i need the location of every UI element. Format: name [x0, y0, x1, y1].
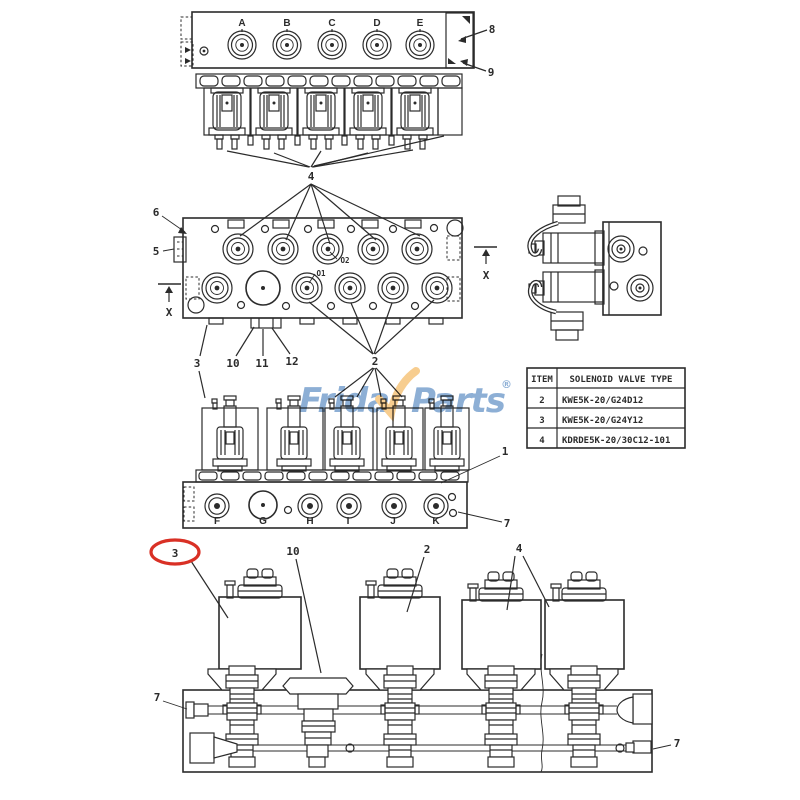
callout-4-bottom: 4: [516, 542, 523, 555]
port-b: [272, 30, 302, 60]
table-row-item: 2: [539, 396, 544, 406]
callout-3-bottom: 3: [172, 547, 179, 560]
callout-2-bottom: 2: [424, 543, 431, 556]
registered-mark: ®: [501, 378, 512, 391]
port-label-h: H: [306, 516, 313, 527]
solenoid-unit: [211, 395, 248, 472]
brand-text-first: Frida: [299, 381, 389, 421]
solenoid-unit: [391, 87, 439, 150]
section-marker-x-right: X: [474, 246, 497, 282]
valve-cartridge-section: [380, 665, 420, 768]
section-marker-x-left: X: [158, 283, 181, 319]
callout-4-fanout-lines: [239, 183, 421, 245]
callout-10-mid: 10: [226, 357, 239, 370]
port-label-i: I: [347, 516, 350, 527]
table-header-type: SOLENOID VALVE TYPE: [570, 375, 673, 385]
port-label-o1: O1: [316, 269, 326, 278]
callout-12: 12: [285, 355, 298, 368]
valve-cartridge-section: [481, 665, 521, 768]
block-callout-lines: [198, 299, 435, 399]
solenoid-unit: [297, 87, 345, 150]
valve-cartridge: [401, 233, 433, 265]
end-bracket: [445, 12, 474, 69]
port-i: [336, 493, 362, 519]
callout-9: 9: [488, 66, 495, 79]
table-row-type: KWE5K-20/G24D12: [562, 396, 643, 406]
port-label-g: G: [259, 516, 267, 527]
callout-1: 1: [502, 445, 509, 458]
callout-6: 6: [153, 206, 160, 219]
port-label-d: D: [373, 18, 380, 29]
section-x-right-label: X: [483, 269, 490, 282]
callout-5: 5: [153, 245, 160, 258]
solenoid-coil: [218, 596, 302, 670]
valve-cartridge: [201, 272, 233, 304]
blank-plug: [245, 270, 281, 306]
callout-2-mid: 2: [372, 355, 379, 368]
pilot-solenoid-assembly: [527, 195, 662, 341]
valve-cartridge: [312, 233, 344, 265]
valve-cartridge: [334, 272, 366, 304]
cross-section-view: 3 10 2 4: [149, 538, 681, 773]
solenoid-unit: [250, 87, 298, 150]
port-k: [423, 493, 449, 519]
port-label-f: F: [214, 516, 220, 527]
valve-cartridge: [267, 233, 299, 265]
callout-7-bottom-right: 7: [674, 737, 681, 750]
parts-table: ITEM SOLENOID VALVE TYPE 2 KWE5K-20/G24D…: [526, 367, 686, 449]
callout-8: 8: [489, 23, 496, 36]
port-label-b: B: [283, 18, 290, 29]
brand-check-icon: [375, 367, 420, 423]
fridayparts-watermark: Frida Parts ®: [299, 367, 512, 423]
solenoid-coil: [544, 599, 625, 670]
valve-block-top-view: O2 O1 6 5 X X: [153, 206, 497, 399]
brand-text-second: Parts: [411, 381, 506, 421]
valve-cartridge: [357, 233, 389, 265]
port-c: [317, 30, 347, 60]
port-a: [227, 30, 257, 60]
port-h: [297, 493, 323, 519]
callout-4-top: 4: [308, 170, 315, 183]
bottom-callout-lines: [190, 555, 550, 674]
port-label-a: A: [238, 18, 245, 29]
table-row-item: 4: [539, 436, 545, 446]
callout-11: 11: [255, 357, 269, 370]
callout-10-bottom: 10: [286, 545, 299, 558]
port-e: [405, 30, 435, 60]
table-row-type: KWE5K-20/G24Y12: [562, 416, 643, 426]
lower-manifold-view: F G H I J K 1 7: [182, 395, 511, 530]
valve-cartridge: [222, 233, 254, 265]
callout-7-mid: 7: [504, 517, 511, 530]
section-x-left-label: X: [166, 306, 173, 319]
highlight-circle: [149, 538, 201, 566]
table-row-item: 3: [539, 416, 544, 426]
solenoid-coil: [359, 596, 441, 670]
solenoid-unit: [344, 87, 392, 150]
callout-3-mid: 3: [194, 357, 201, 370]
port-f: [204, 493, 230, 519]
port-label-e: E: [417, 18, 424, 29]
callout-4-leader-lines: [226, 135, 445, 168]
callout-7-bottom-left: 7: [154, 691, 161, 704]
hex-plug-section: [282, 677, 354, 768]
table-header-item: ITEM: [531, 375, 553, 385]
top-manifold-view: A B C D E 8 9: [180, 11, 496, 79]
port-label-k: K: [432, 516, 440, 527]
port-d: [362, 30, 392, 60]
port-label-j: J: [390, 516, 396, 527]
valve-cartridge: [377, 272, 409, 304]
port-label-c: C: [328, 18, 335, 29]
port-label-o2: O2: [340, 256, 349, 265]
solenoid-unit: [203, 87, 251, 150]
port-j: [381, 493, 407, 519]
table-row-type: KDRDE5K-20/30C12-101: [562, 436, 670, 446]
solenoid-coil: [461, 599, 542, 670]
port-g: [248, 490, 278, 520]
valve-cartridge-section: [564, 665, 604, 768]
